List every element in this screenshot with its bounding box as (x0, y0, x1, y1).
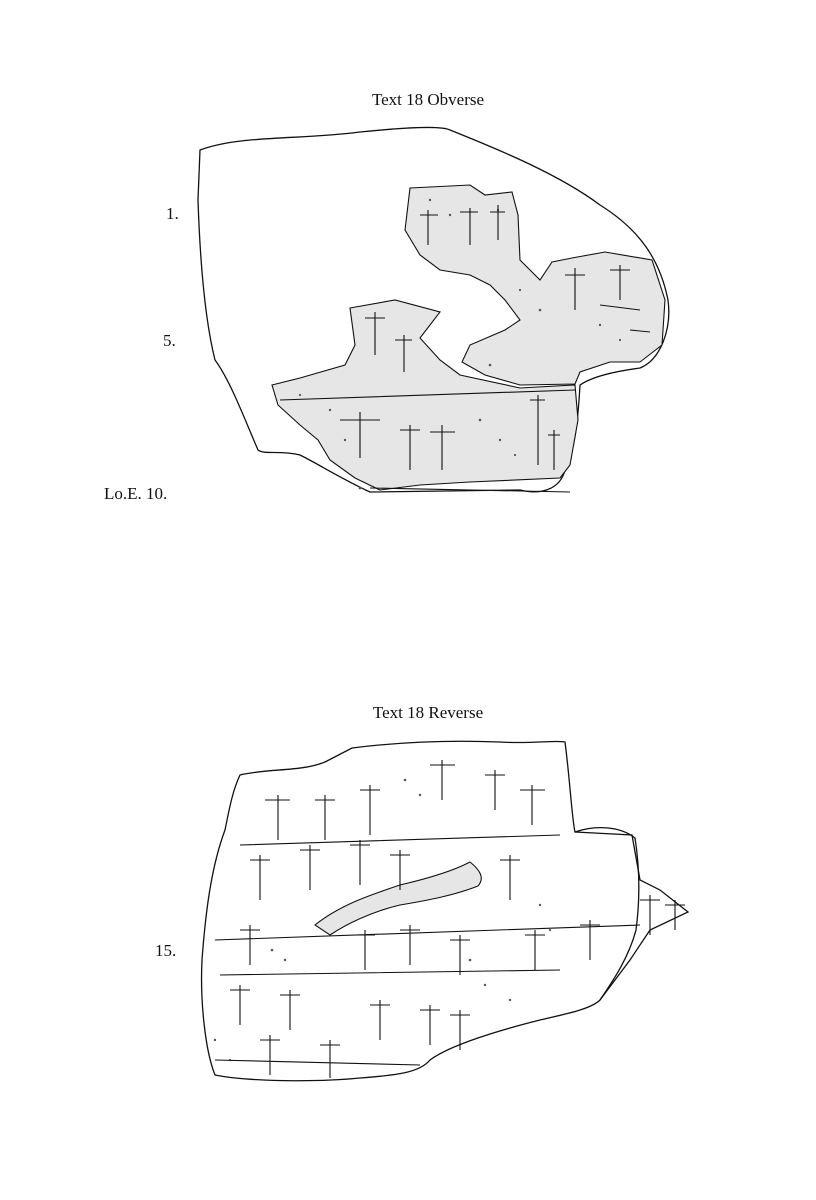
reverse-caption: Text 18 Reverse (372, 703, 484, 722)
obverse-outline (197, 126, 670, 493)
obverse-drawing (197, 126, 670, 493)
obverse-line-1: 1. (166, 204, 179, 223)
reverse-central-gap (314, 861, 482, 936)
reverse-outline (200, 740, 640, 1082)
reverse-line-15: 15. (155, 941, 177, 960)
reverse-drawing (200, 740, 690, 1082)
obverse-wedges (279, 205, 651, 493)
obverse-line-5: 5. (163, 331, 176, 350)
reverse-wedges (214, 760, 685, 1078)
obverse-upper-fragment (404, 184, 666, 386)
reverse-stippling (213, 778, 552, 1062)
reverse-right-fragment (574, 831, 690, 1001)
lower-edge-line-10: Lo.E. 10. (104, 484, 168, 503)
obverse-caption: Text 18 Obverse (371, 90, 485, 109)
